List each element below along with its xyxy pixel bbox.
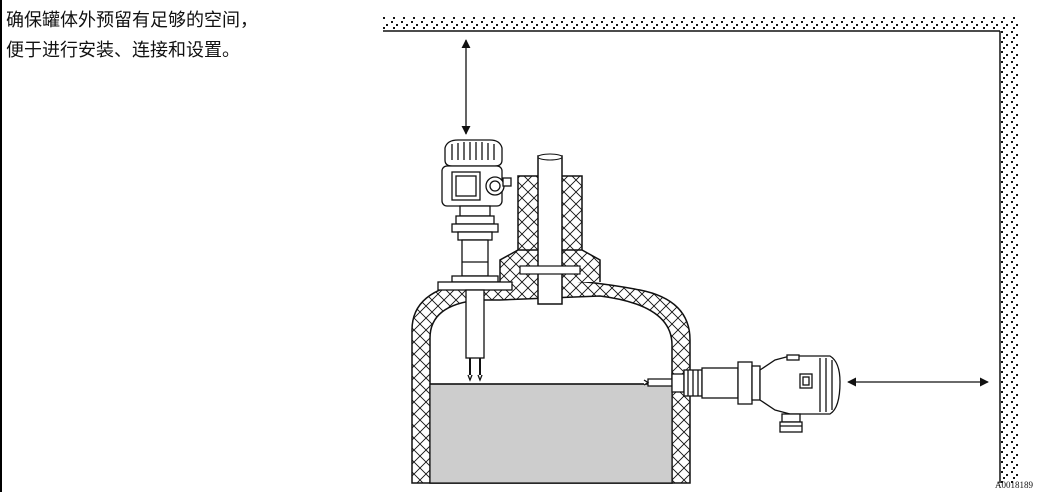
ceiling-wall bbox=[383, 17, 1019, 483]
left-border bbox=[0, 0, 2, 492]
figure-reference: A0018189 bbox=[995, 480, 1033, 490]
liquid bbox=[429, 383, 673, 484]
caption-line-1: 确保罐体外预留有足够的空间， bbox=[6, 10, 258, 31]
caption-line-2: 便于进行安装、连接和设置。 bbox=[6, 40, 240, 61]
instruction-caption: 确保罐体外预留有足够的空间， 便于进行安装、连接和设置。 bbox=[6, 6, 366, 66]
side-level-switch bbox=[643, 354, 841, 433]
top-level-switch bbox=[437, 139, 513, 382]
insulated-nozzle bbox=[499, 153, 601, 305]
